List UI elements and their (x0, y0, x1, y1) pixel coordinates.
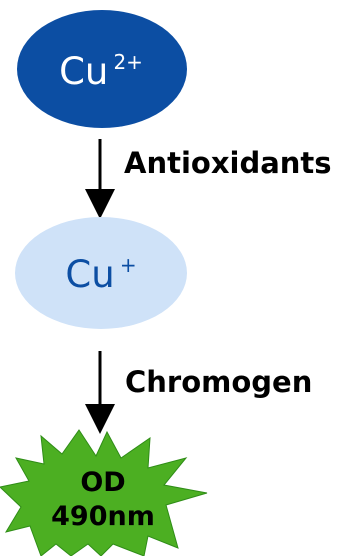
chromogen-label: Chromogen (125, 365, 312, 399)
cu1-ion-symbol: Cu (65, 253, 114, 296)
cu2-ion-ellipse (17, 10, 187, 128)
od-readout-starburst (0, 429, 208, 556)
od-readout-line-2: 490nm (51, 501, 155, 532)
cu2-ion-label: Cu 2+ (59, 50, 143, 93)
od-readout-line-1: OD (80, 467, 125, 498)
cu2-ion-symbol: Cu (59, 50, 108, 93)
cu1-ion-label: Cu + (65, 253, 136, 296)
cu1-ion-ellipse (15, 217, 187, 329)
cu1-ion-charge: + (120, 253, 137, 277)
cu2-ion-charge: 2+ (113, 50, 142, 74)
antioxidants-label: Antioxidants (124, 146, 332, 180)
